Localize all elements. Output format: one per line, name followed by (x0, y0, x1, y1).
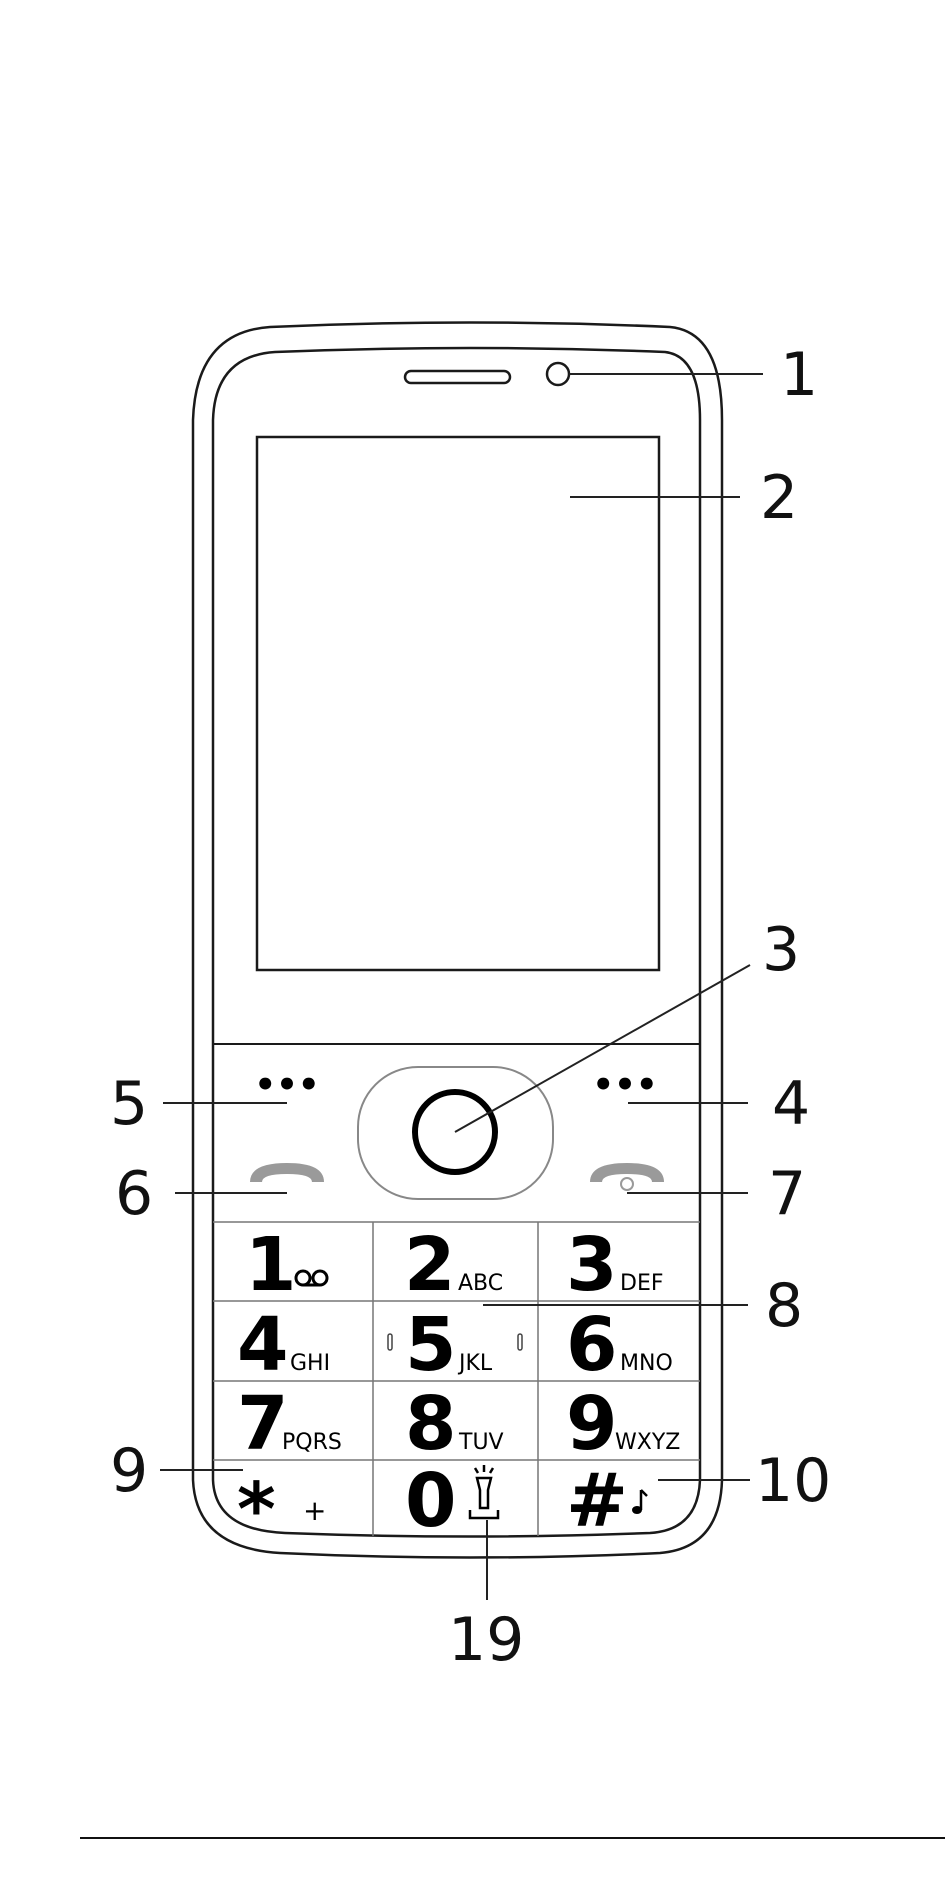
key-3[interactable]: 3 DEF (566, 1222, 664, 1308)
svg-text:2: 2 (404, 1222, 456, 1308)
svg-text:1: 1 (245, 1222, 297, 1308)
key-6[interactable]: 6 MNO (566, 1302, 673, 1388)
key-4[interactable]: 4 GHI (237, 1302, 330, 1388)
callout-5: 5 (110, 1069, 148, 1139)
svg-text:WXYZ: WXYZ (615, 1430, 680, 1455)
svg-text:+: + (303, 1494, 326, 1527)
svg-text:MNO: MNO (620, 1351, 673, 1376)
voicemail-icon (296, 1271, 327, 1285)
svg-text:6: 6 (566, 1302, 618, 1388)
key-2[interactable]: 2 ABC (404, 1222, 503, 1308)
callout-19: 19 (448, 1605, 524, 1675)
svg-text:TUV: TUV (458, 1430, 504, 1455)
front-camera (547, 363, 569, 385)
svg-text:PQRS: PQRS (282, 1430, 342, 1455)
svg-text:4: 4 (237, 1302, 289, 1388)
key-hash[interactable]: # (566, 1458, 647, 1544)
callout-8: 8 (765, 1271, 803, 1341)
svg-text:5: 5 (405, 1302, 457, 1388)
svg-text:0: 0 (405, 1458, 457, 1544)
key-star[interactable]: * + (237, 1467, 326, 1553)
svg-text:GHI: GHI (290, 1351, 330, 1376)
callout-3: 3 (762, 915, 800, 985)
key-0[interactable]: 0 (405, 1458, 498, 1544)
svg-text:*: * (237, 1467, 276, 1553)
svg-text:7: 7 (237, 1381, 289, 1467)
tactile-dot-left (388, 1334, 392, 1350)
key-5[interactable]: 5 JKL (388, 1302, 522, 1388)
svg-text:ABC: ABC (458, 1271, 503, 1296)
callout-7: 7 (768, 1159, 806, 1229)
navigation-key-surround[interactable] (358, 1067, 553, 1199)
svg-text:9: 9 (566, 1381, 618, 1467)
music-note-icon (632, 1490, 647, 1514)
display-screen (257, 437, 659, 970)
key-8[interactable]: 8 TUV (405, 1381, 504, 1467)
earpiece-speaker (405, 371, 510, 383)
callout-2: 2 (760, 463, 798, 533)
svg-text:JKL: JKL (457, 1351, 493, 1376)
svg-text:3: 3 (566, 1222, 618, 1308)
end-call-icon[interactable] (590, 1163, 664, 1182)
right-softkey-dots[interactable]: ••• (592, 1065, 657, 1105)
svg-text:DEF: DEF (620, 1271, 664, 1296)
callout-6: 6 (115, 1159, 153, 1229)
key-1[interactable]: 1 (245, 1222, 327, 1308)
callout-10: 10 (755, 1446, 831, 1516)
left-softkey-dots[interactable]: ••• (254, 1065, 319, 1105)
key-7[interactable]: 7 PQRS (237, 1381, 342, 1467)
power-symbol-icon (621, 1178, 633, 1190)
call-icon[interactable] (250, 1163, 324, 1182)
callout-1: 1 (780, 340, 818, 410)
key-9[interactable]: 9 WXYZ (566, 1381, 680, 1467)
svg-text:#: # (566, 1458, 628, 1544)
svg-text:8: 8 (405, 1381, 457, 1467)
flashlight-icon (470, 1465, 498, 1518)
callout-4: 4 (772, 1069, 810, 1139)
callout-9: 9 (110, 1436, 148, 1506)
tactile-dot-right (518, 1334, 522, 1350)
